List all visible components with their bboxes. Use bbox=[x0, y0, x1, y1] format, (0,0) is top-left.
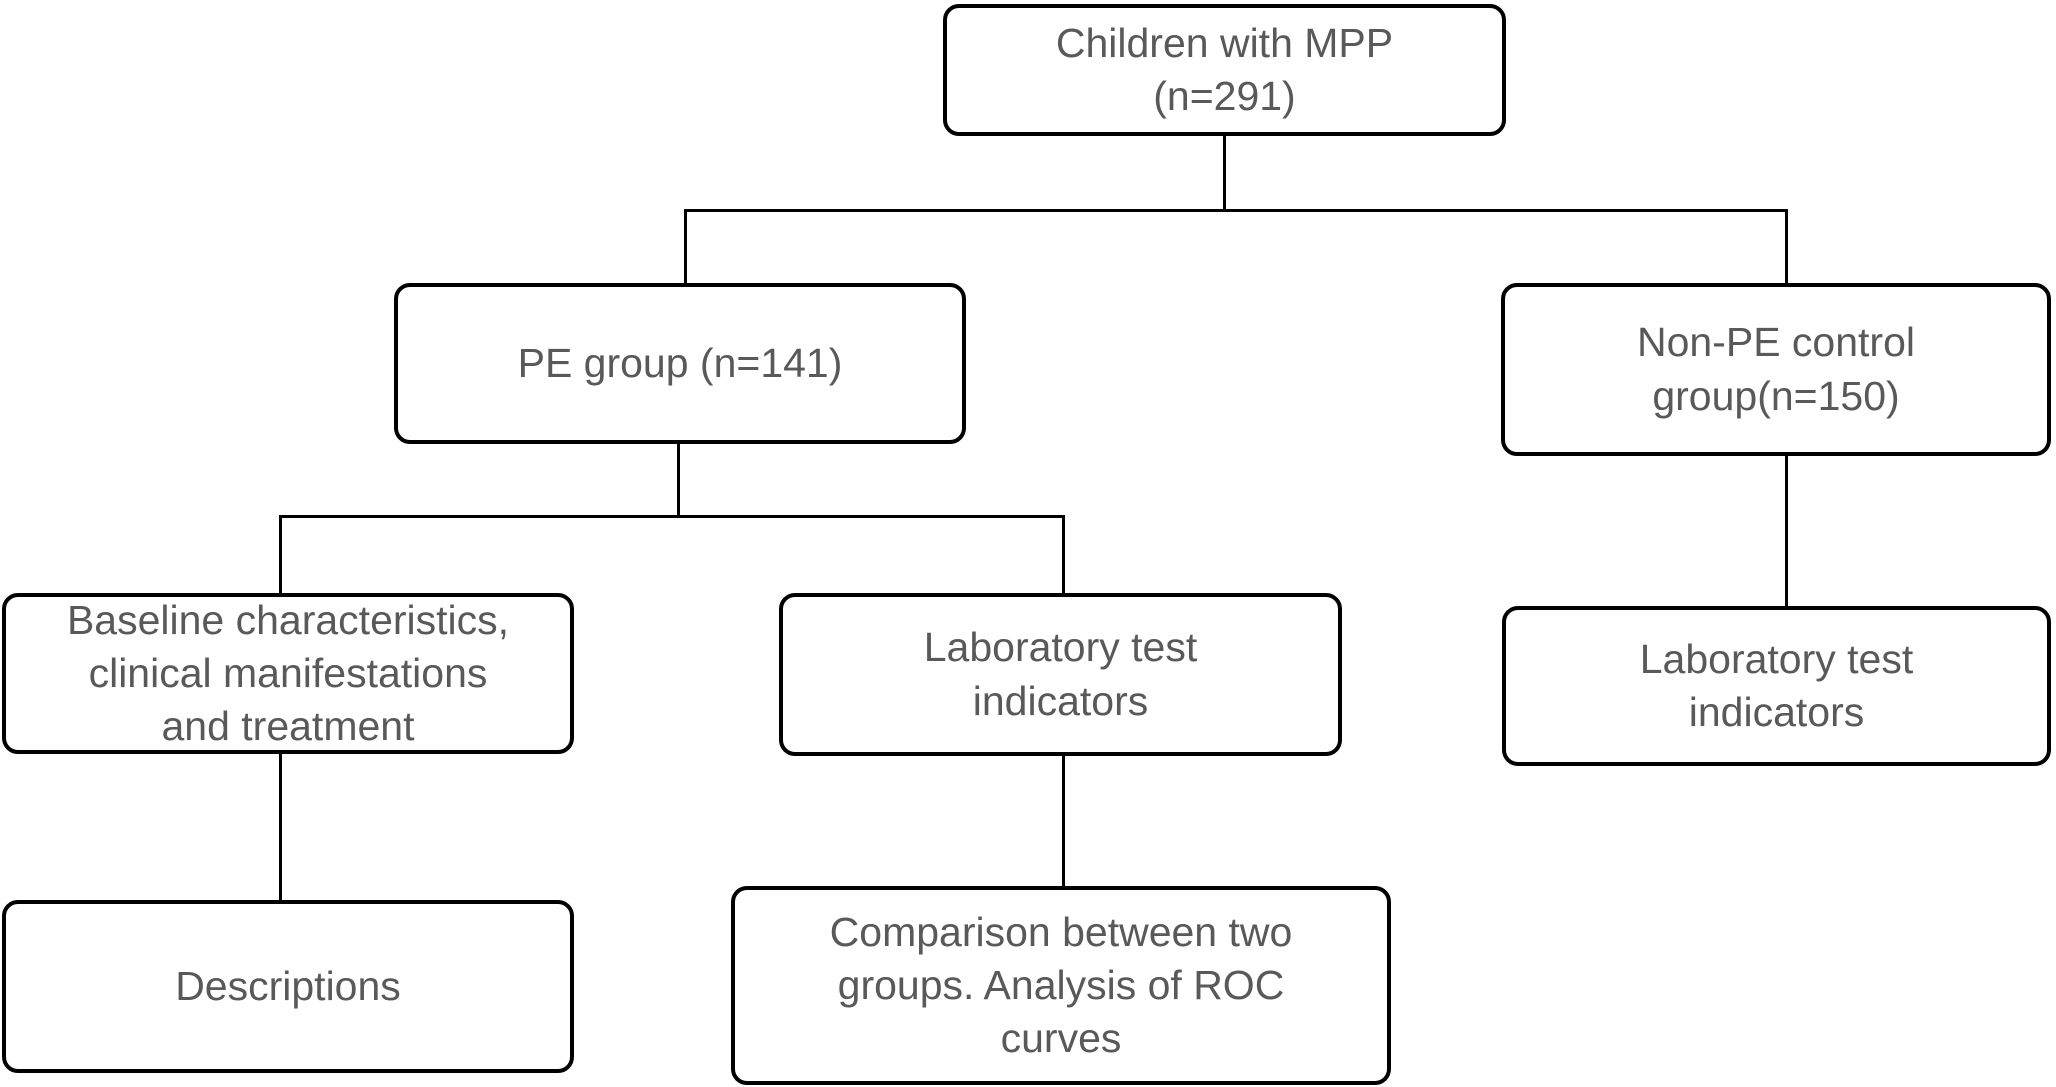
node-non-pe-control-group-label: Non-PE control group(n=150) bbox=[1636, 319, 1915, 419]
node-baseline-characteristics-label: Baseline characteristics, clinical manif… bbox=[66, 596, 510, 750]
node-laboratory-test-indicators-pe: Laboratory test indicators bbox=[779, 593, 1342, 756]
node-children-with-mpp-label: Children with MPP (n=291) bbox=[1055, 19, 1394, 119]
connector-root-down bbox=[1223, 134, 1226, 212]
connector-to-comparison bbox=[1062, 754, 1065, 888]
node-descriptions: Descriptions bbox=[2, 900, 574, 1073]
node-laboratory-test-indicators-non-pe: Laboratory test indicators bbox=[1502, 606, 2051, 766]
connector-to-lab-pe bbox=[1062, 515, 1065, 595]
connector-to-pe-group bbox=[684, 209, 687, 285]
connector-to-baseline bbox=[279, 515, 282, 595]
connector-to-non-pe-group bbox=[1785, 209, 1788, 285]
connector-to-lab-non-pe bbox=[1785, 454, 1788, 608]
connector-top-horizontal bbox=[684, 209, 1788, 212]
node-comparison-roc-label: Comparison between two groups. Analysis … bbox=[829, 908, 1293, 1062]
node-non-pe-control-group: Non-PE control group(n=150) bbox=[1501, 283, 2051, 456]
node-pe-group-label: PE group (n=141) bbox=[517, 339, 843, 386]
node-laboratory-test-indicators-pe-label: Laboratory test indicators bbox=[923, 624, 1198, 724]
node-comparison-roc: Comparison between two groups. Analysis … bbox=[731, 886, 1391, 1085]
connector-mid-horizontal bbox=[279, 515, 1065, 518]
node-laboratory-test-indicators-non-pe-label: Laboratory test indicators bbox=[1639, 635, 1914, 735]
node-pe-group: PE group (n=141) bbox=[394, 283, 966, 444]
connector-to-descriptions bbox=[279, 752, 282, 902]
node-descriptions-label: Descriptions bbox=[175, 962, 401, 1009]
node-baseline-characteristics: Baseline characteristics, clinical manif… bbox=[2, 593, 574, 754]
connector-pe-group-down bbox=[677, 442, 680, 518]
node-children-with-mpp: Children with MPP (n=291) bbox=[943, 4, 1506, 136]
